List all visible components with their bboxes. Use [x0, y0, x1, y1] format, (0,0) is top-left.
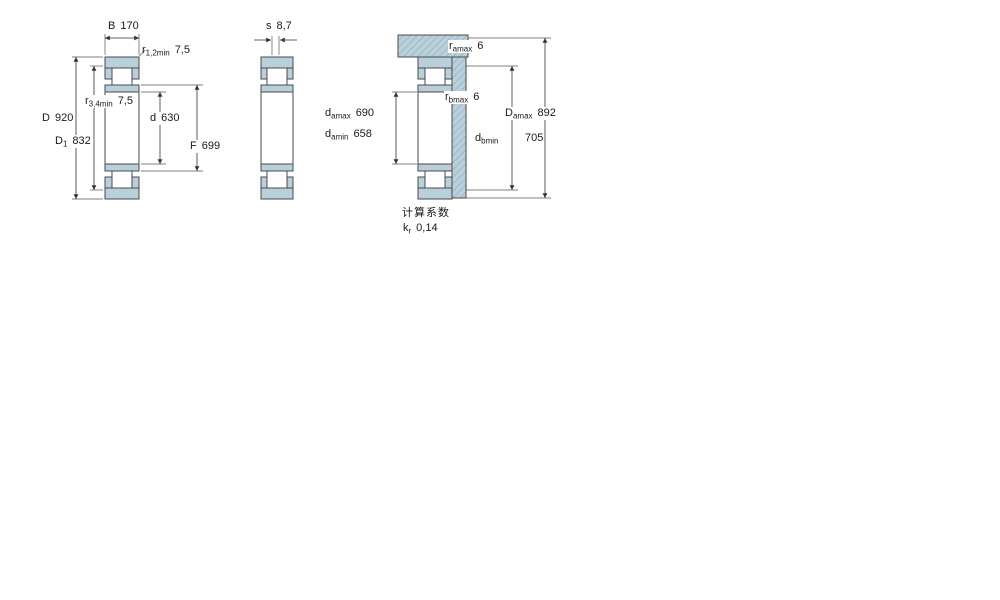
dim-s-label: s 8,7 — [266, 20, 292, 33]
dim-db-min-symbol: d — [475, 132, 482, 144]
calculation-factors-title: 计算系数 — [402, 207, 450, 220]
mount-view-dimension-lines — [392, 37, 551, 199]
side-outer-ring-top — [260, 56, 294, 69]
outer-ring-flange-left-top — [104, 67, 113, 80]
mount-flange-left-top — [417, 67, 426, 80]
dim-ra-max-subscript: amax — [452, 44, 473, 54]
dim-r12-subscript: 1,2min — [145, 48, 170, 58]
dim-D-symbol: D — [42, 112, 50, 124]
outer-ring-top — [104, 56, 140, 69]
dim-r34-value: 7,5 — [117, 95, 133, 107]
dim-ra-max-symbol: r — [449, 40, 453, 52]
dim-d-value: 630 — [161, 112, 180, 124]
mount-view — [397, 34, 469, 200]
dim-ra-max-label: ramax 6 — [448, 40, 485, 54]
dim-s-value: 8,7 — [276, 20, 292, 32]
dim-Da-max-symbol: D — [505, 107, 513, 119]
dim-r34-label: r3,4min 7,5 — [84, 95, 134, 108]
dim-db-min-label: dbmin — [474, 132, 500, 146]
dim-rb-max-value: 6 — [473, 91, 480, 103]
dim-da-min-value: 658 — [353, 128, 372, 140]
dim-B-value: 170 — [120, 20, 139, 32]
dim-Da-max-label: Damax 892 — [504, 107, 557, 120]
mount-outer-ring-top — [417, 56, 453, 69]
dim-da-min-label: damin 658 — [325, 128, 372, 141]
dim-Da-max-value: 892 — [537, 107, 556, 119]
outer-ring-bottom — [104, 187, 140, 200]
dim-D1-subscript: 1 — [62, 139, 68, 149]
side-flange-right-bottom — [286, 176, 294, 189]
front-view-dimension-lines — [72, 34, 203, 200]
dim-rb-max-subscript: bmax — [448, 95, 469, 105]
inner-ring-top — [104, 84, 140, 93]
dim-ra-max-value: 6 — [477, 40, 484, 52]
side-flange-right-top — [286, 67, 294, 80]
dim-B-symbol: B — [108, 20, 116, 32]
dim-F-value: 699 — [201, 140, 221, 152]
factor-kr-value: 0,14 — [416, 222, 438, 234]
dim-s-symbol: s — [266, 20, 272, 32]
factor-kr-label: kr 0,14 — [403, 222, 438, 235]
front-view — [104, 56, 140, 200]
roller-top — [111, 67, 133, 86]
side-flange-left-bottom — [260, 176, 268, 189]
outer-ring-flange-left-bottom — [104, 176, 113, 189]
dim-rb-max-label: rbmax 6 — [444, 91, 481, 105]
calculation-factors-title-text: 计算系数 — [402, 207, 450, 219]
mount-flange-right-bottom — [444, 176, 453, 189]
side-view-dimension-lines — [254, 36, 297, 55]
inner-ring-bottom — [104, 163, 140, 172]
factor-kr-subscript: r — [408, 226, 412, 236]
side-roller-top — [266, 67, 288, 86]
mount-inner-ring-bottom — [417, 163, 453, 172]
dim-r12-label: r1,2min 7,5 — [142, 44, 190, 57]
outer-ring-flange-right-top — [131, 67, 140, 80]
dim-da-min-symbol: d — [325, 128, 332, 140]
dim-r34-symbol: r — [85, 95, 89, 107]
dim-D-value: 920 — [54, 112, 74, 124]
dim-da-min-subscript: amin — [331, 132, 349, 142]
dim-D1-value: 832 — [72, 135, 91, 147]
dim-r34-subscript: 3,4min — [88, 99, 113, 109]
side-inner-ring-bottom — [260, 163, 294, 172]
mount-roller-bottom — [424, 170, 446, 189]
dim-D1-symbol: D — [55, 135, 63, 147]
dim-da-max-subscript: amax — [331, 111, 351, 121]
outer-ring-flange-right-bottom — [131, 176, 140, 189]
dim-d-symbol: d — [150, 112, 157, 124]
dim-Da-max-subscript: amax — [512, 111, 533, 121]
dim-da-max-symbol: d — [325, 107, 332, 119]
shoulder-abutment — [451, 56, 467, 199]
factor-kr-symbol: k — [403, 222, 409, 234]
mount-flange-right-top — [444, 67, 453, 80]
dim-D-label: D 920 — [42, 112, 73, 125]
dim-da-max-label: damax 690 — [325, 107, 374, 120]
mount-flange-left-bottom — [417, 176, 426, 189]
dim-db-min-subscript: bmin — [481, 136, 499, 146]
mount-bore-section — [417, 91, 453, 165]
mount-roller-top — [424, 67, 446, 86]
dim-d-label: d 630 — [149, 112, 181, 125]
dim-da-max-value: 690 — [355, 107, 375, 119]
side-view — [260, 56, 294, 200]
dim-r12-value: 7,5 — [174, 44, 190, 56]
dim-F-label: F 699 — [189, 140, 222, 153]
side-inner-ring-top — [260, 84, 294, 93]
side-roller-bottom — [266, 170, 288, 189]
roller-bottom — [111, 170, 133, 189]
side-bore-section — [260, 91, 294, 165]
side-flange-left-top — [260, 67, 268, 80]
dim-F-symbol: F — [190, 140, 197, 152]
dim-D1-label: D1 832 — [54, 135, 92, 148]
leader-r12 — [139, 49, 146, 57]
dim-B-label: B 170 — [108, 20, 139, 33]
dim-rb-max-symbol: r — [445, 91, 449, 103]
dim-db-min-value-text: 705 — [525, 132, 544, 144]
dim-r12-symbol: r — [142, 44, 146, 56]
dim-db-min-value: 705 — [524, 132, 545, 145]
mount-outer-ring-bottom — [417, 187, 453, 200]
side-outer-ring-bottom — [260, 187, 294, 200]
